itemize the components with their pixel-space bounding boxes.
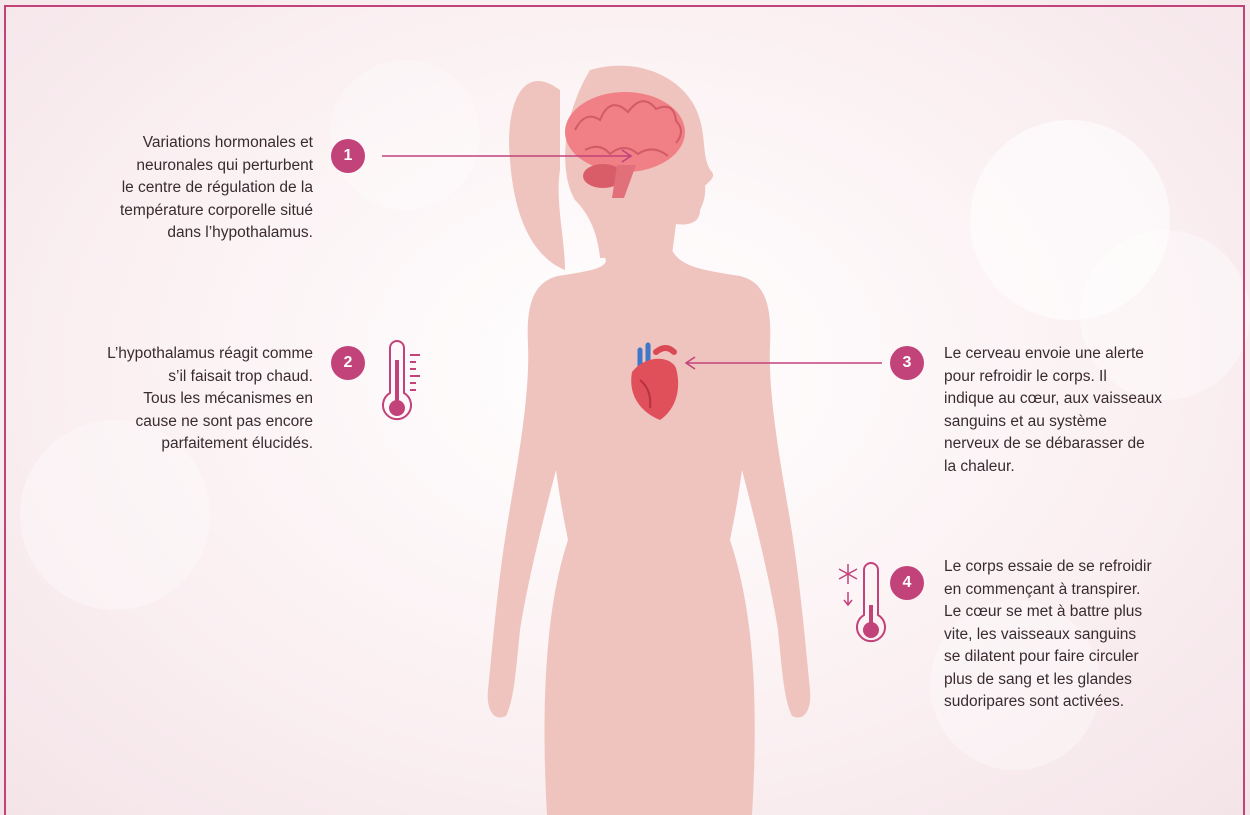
step-4-text: Le corps essaie de se refroidir en comme… (944, 556, 1152, 714)
step-2-line: L’hypothalamus réagit comme (107, 343, 313, 366)
step-4-badge: 4 (890, 566, 924, 600)
step-1-line: le centre de régulation de la (120, 177, 313, 200)
step-1-line: neuronales qui perturbent (120, 155, 313, 178)
step-3-badge: 3 (890, 346, 924, 380)
step-3-line: indique au cœur, aux vaisseaux (944, 388, 1162, 411)
step-2-badge: 2 (331, 346, 365, 380)
thermometer-cold-icon (857, 563, 885, 641)
step-3-line: Le cerveau envoie une alerte (944, 343, 1162, 366)
ponytail (509, 81, 565, 270)
step-3-line: la chaleur. (944, 456, 1162, 479)
step-1-line: dans l’hypothalamus. (120, 222, 313, 245)
step-4-line: Le cœur se met à battre plus (944, 601, 1152, 624)
step-3-text: Le cerveau envoie une alerte pour refroi… (944, 343, 1162, 478)
step-2-line: Tous les mécanismes en (107, 388, 313, 411)
snowflake-icon (839, 564, 857, 605)
step-2-line: parfaitement élucidés. (107, 433, 313, 456)
step-4-line: plus de sang et les glandes (944, 669, 1152, 692)
step-1-badge: 1 (331, 139, 365, 173)
step-3-line: sanguins et au système (944, 411, 1162, 434)
step-4-line: vite, les vaisseaux sanguins (944, 624, 1152, 647)
step-3-line: pour refroidir le corps. Il (944, 366, 1162, 389)
step-2-line: cause ne sont pas encore (107, 411, 313, 434)
step-3-line: nerveux de se débarasser de (944, 433, 1162, 456)
step-4-line: se dilatent pour faire circuler (944, 646, 1152, 669)
step-2-text: L’hypothalamus réagit comme s’il faisait… (107, 343, 313, 456)
step-1-line: Variations hormonales et (120, 132, 313, 155)
thermometer-hot-icon (383, 341, 420, 419)
step-4-line: sudoripares sont activées. (944, 691, 1152, 714)
step-4-line: Le corps essaie de se refroidir (944, 556, 1152, 579)
body-silhouette (488, 66, 811, 815)
step-1-line: température corporelle situé (120, 200, 313, 223)
torso-arms-legs (488, 250, 811, 815)
step-4-line: en commençant à transpirer. (944, 579, 1152, 602)
step-2-line: s’il faisait trop chaud. (107, 366, 313, 389)
step-1-text: Variations hormonales et neuronales qui … (120, 132, 313, 245)
